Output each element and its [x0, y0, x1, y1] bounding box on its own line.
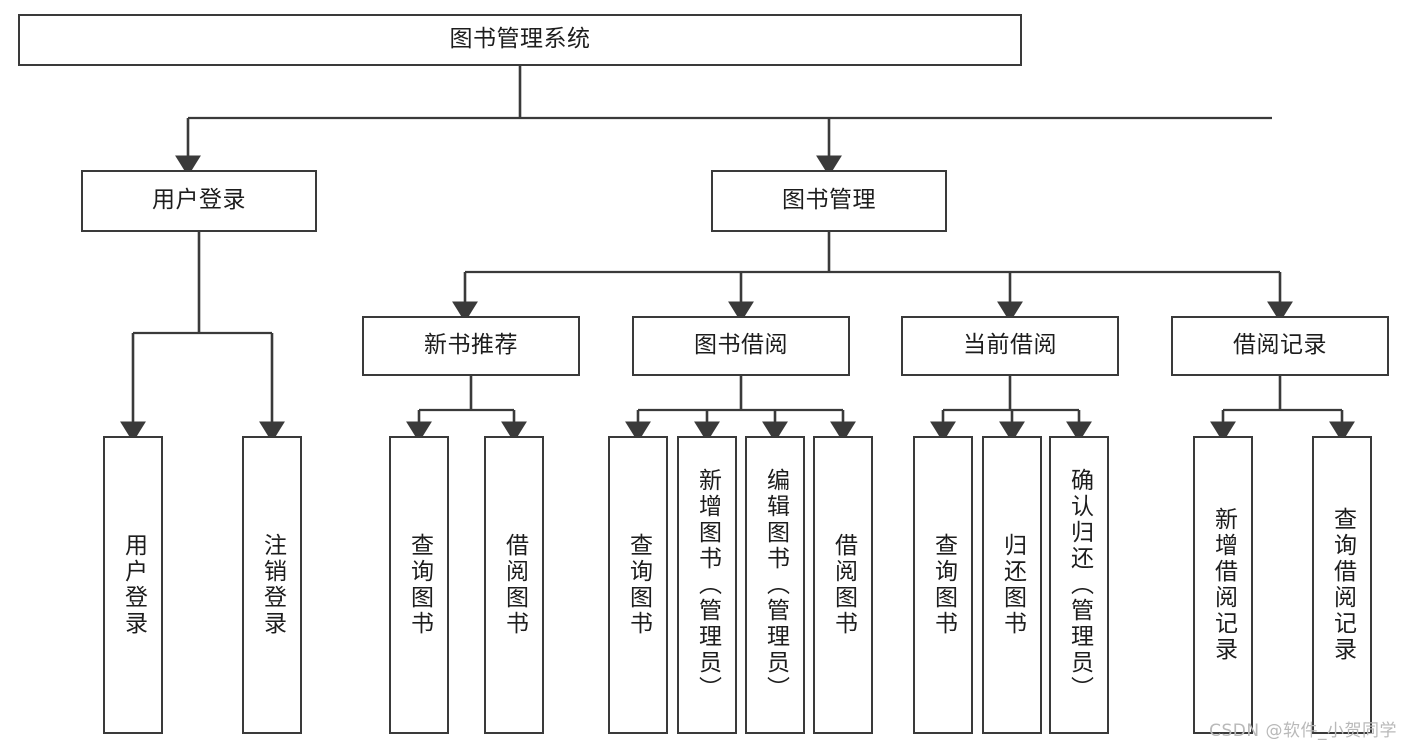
leaf-query-book-1-label: 查询图书 — [406, 533, 433, 637]
leaf-borrow-book-1-label: 借阅图书 — [501, 533, 528, 637]
node-new-book-rec-label: 新书推荐 — [424, 332, 518, 359]
leaf-confirm-return-label: 确认归还（管理员） — [1066, 468, 1093, 702]
leaf-user-login[interactable]: 用户登录 — [103, 436, 163, 734]
node-book-borrow[interactable]: 图书借阅 — [632, 316, 850, 376]
leaf-user-login-label: 用户登录 — [120, 533, 147, 637]
leaf-borrow-book-1[interactable]: 借阅图书 — [484, 436, 544, 734]
leaf-query-book-2[interactable]: 查询图书 — [608, 436, 668, 734]
leaf-query-book-3-label: 查询图书 — [930, 533, 957, 637]
leaf-return-book-label: 归还图书 — [999, 533, 1026, 637]
node-user-login-label: 用户登录 — [152, 187, 246, 214]
leaf-logout-label: 注销登录 — [259, 533, 286, 637]
node-book-manage-label: 图书管理 — [782, 187, 876, 214]
node-borrow-record-label: 借阅记录 — [1233, 332, 1327, 359]
leaf-query-record-label: 查询借阅记录 — [1329, 507, 1356, 663]
csdn-watermark: CSDN @软件_小贺同学 — [1209, 721, 1397, 741]
node-current-borrow[interactable]: 当前借阅 — [901, 316, 1119, 376]
leaf-edit-book-label: 编辑图书（管理员） — [762, 468, 789, 702]
leaf-borrow-book-2-label: 借阅图书 — [830, 533, 857, 637]
node-new-book-rec[interactable]: 新书推荐 — [362, 316, 580, 376]
leaf-add-book[interactable]: 新增图书（管理员） — [677, 436, 737, 734]
leaf-add-record[interactable]: 新增借阅记录 — [1193, 436, 1253, 734]
node-root-label: 图书管理系统 — [449, 26, 591, 53]
leaf-logout[interactable]: 注销登录 — [242, 436, 302, 734]
node-current-borrow-label: 当前借阅 — [963, 332, 1057, 359]
leaf-query-book-2-label: 查询图书 — [625, 533, 652, 637]
leaf-query-book-1[interactable]: 查询图书 — [389, 436, 449, 734]
node-book-manage[interactable]: 图书管理 — [711, 170, 947, 232]
leaf-query-record[interactable]: 查询借阅记录 — [1312, 436, 1372, 734]
node-root[interactable]: 图书管理系统 — [18, 14, 1022, 66]
leaf-add-record-label: 新增借阅记录 — [1210, 507, 1237, 663]
node-book-borrow-label: 图书借阅 — [694, 332, 788, 359]
node-user-login[interactable]: 用户登录 — [81, 170, 317, 232]
leaf-return-book[interactable]: 归还图书 — [982, 436, 1042, 734]
node-borrow-record[interactable]: 借阅记录 — [1171, 316, 1389, 376]
leaf-query-book-3[interactable]: 查询图书 — [913, 436, 973, 734]
leaf-add-book-label: 新增图书（管理员） — [694, 468, 721, 702]
leaf-edit-book[interactable]: 编辑图书（管理员） — [745, 436, 805, 734]
leaf-confirm-return[interactable]: 确认归还（管理员） — [1049, 436, 1109, 734]
leaf-borrow-book-2[interactable]: 借阅图书 — [813, 436, 873, 734]
